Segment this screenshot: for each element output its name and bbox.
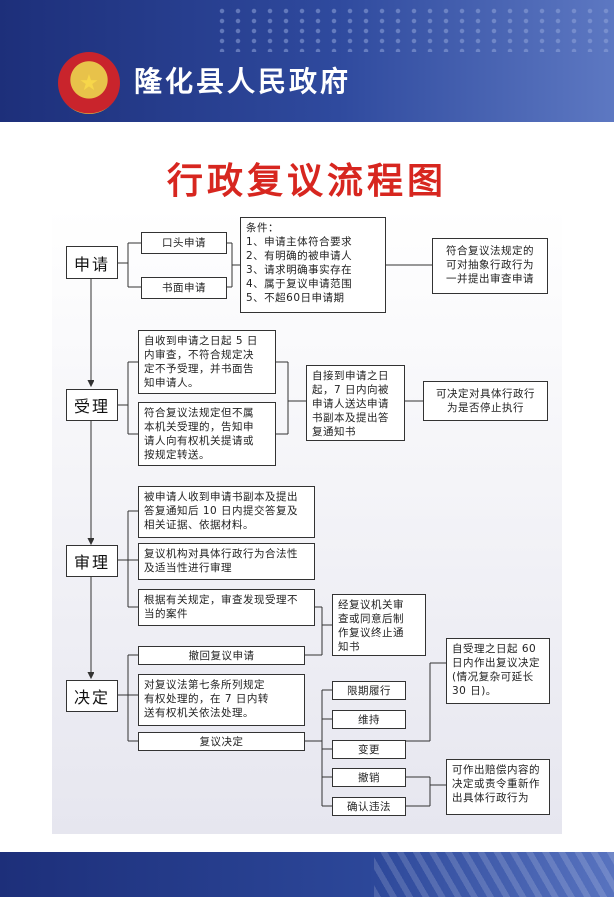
- compensation-note: 可作出赔偿内容的 决定或责令重新作 出具体行政行为: [446, 759, 550, 815]
- review-decision-box: 复议决定: [138, 732, 305, 751]
- review-legality-box: 复议机构对具体行政行为合法性 及适当性进行审理: [138, 543, 315, 580]
- page-title: 行政复议流程图: [166, 160, 447, 202]
- abstract-review-note: 符合复议法规定的 可对抽象行政行为 一并提出审查申请: [432, 238, 548, 294]
- accept-review-box: 自收到申请之日起 5 日 内审查，不符合规定决 定不予受理，并书面告 知申请人。: [138, 330, 276, 394]
- accept-transfer-box: 符合复议法规定但不属 本机关受理的，告知申 请人向有权机关提请或 按规定转送。: [138, 402, 276, 466]
- transfer-authority-box: 对复议法第七条所列规定 有权处理的，在 7 日内转 送有权机关依法处理。: [138, 674, 305, 726]
- footer-stripe-pattern: [374, 852, 614, 897]
- accept-delivery-box: 自接到申请之日 起，7 日内向被 申请人送达申请 书副本及提出答 复通知书: [306, 365, 405, 441]
- stage-decide: 决定: [66, 680, 118, 712]
- written-application-box: 书面申请: [141, 277, 227, 299]
- stage-apply: 申请: [66, 246, 118, 279]
- site-title: 隆化县人民政府: [134, 65, 352, 98]
- conditions-box: 条件： 1、申请主体符合要求 2、有明确的被申请人 3、请求明确事实存在 4、属…: [240, 217, 386, 313]
- outcome-revoke-box: 撤销: [332, 768, 406, 787]
- outcome-perform-box: 限期履行: [332, 681, 406, 700]
- outcome-confirm-illegal-box: 确认违法: [332, 797, 406, 816]
- withdraw-application-box: 撤回复议申请: [138, 646, 305, 665]
- decision-deadline-note: 自受理之日起 60 日内作出复议决定 (情况复杂可延长 30 日)。: [446, 638, 550, 704]
- stage-review: 审理: [66, 545, 118, 577]
- review-improper-box: 根据有关规定，审查发现受理不 当的案件: [138, 589, 315, 626]
- suspend-execution-note: 可决定对具体行政行 为是否停止执行: [423, 381, 548, 421]
- outcome-maintain-box: 维持: [332, 710, 406, 729]
- review-response-box: 被申请人收到申请书副本及提出 答复通知后 10 日内提交答复及 相关证据、依据材…: [138, 486, 315, 538]
- dot-pattern: [214, 6, 614, 52]
- national-emblem-icon: ★: [58, 52, 120, 114]
- outcome-change-box: 变更: [332, 740, 406, 759]
- footer-banner: [0, 852, 614, 897]
- stage-accept: 受理: [66, 389, 118, 421]
- oral-application-box: 口头申请: [141, 232, 227, 254]
- review-termination-box: 经复议机关审 查或同意后制 作复议终止通 知书: [332, 594, 426, 656]
